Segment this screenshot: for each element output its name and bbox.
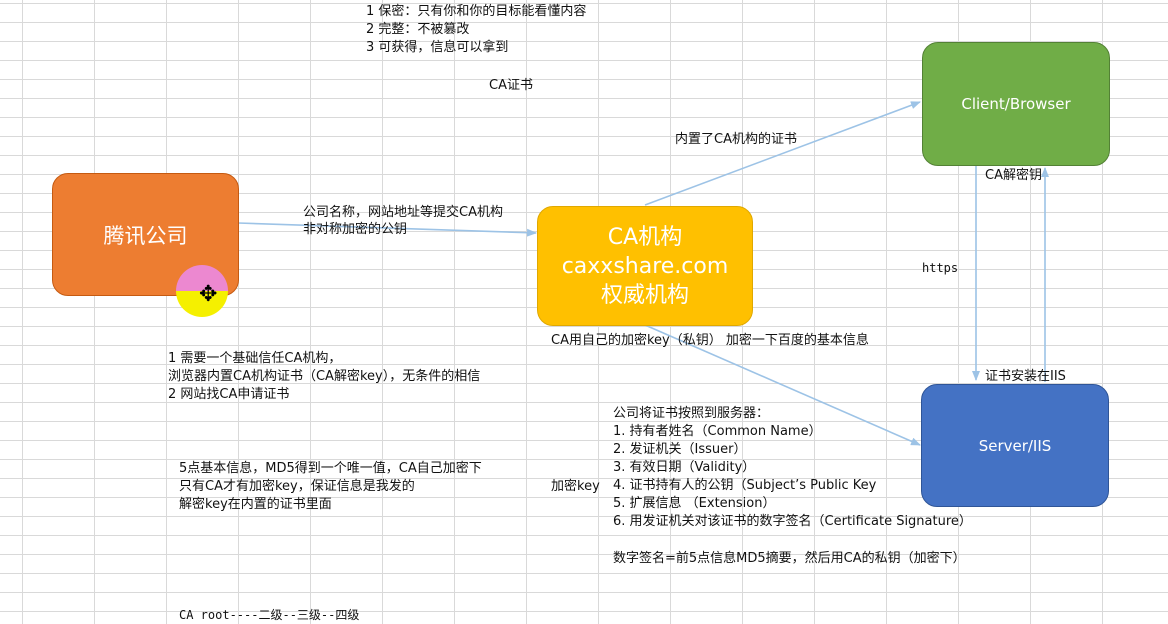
- ca-node: CA机构 caxxshare.com 权威机构: [537, 206, 753, 326]
- arrow-ca-to-client: [644, 101, 921, 206]
- md5-note-1: 5点基本信息，MD5得到一个唯一值，CA自己加密下: [179, 461, 482, 476]
- arrow-ca-to-server: [644, 324, 921, 446]
- ca-root-chain: CA root----二级--三级--四级: [179, 608, 360, 622]
- ca-sign-label: CA用自己的加密key（私钥） 加密一下百度的基本信息: [551, 333, 869, 348]
- cursor-highlight: [176, 265, 228, 317]
- signature-note: 数字签名=前5点信息MD5摘要，然后用CA的私钥（加密下）: [613, 551, 966, 566]
- tencent-to-ca-label-1: 公司名称，网站地址等提交CA机构: [303, 205, 503, 220]
- trust-note-2: 浏览器内置CA机构证书（CA解密key），无条件的相信: [168, 369, 481, 384]
- trust-note-3: 2 网站找CA申请证书: [168, 387, 290, 402]
- cert-item-6: 6. 用发证机关对该证书的数字签名（Certificate Signature）: [613, 514, 972, 529]
- install-label: 证书安装在IIS: [985, 369, 1066, 384]
- tencent-label: 腾讯公司: [103, 223, 188, 248]
- encrypt-key-label: 加密key: [551, 479, 600, 494]
- ca-domain: caxxshare.com: [561, 253, 729, 279]
- trust-notes: 1 需要一个基础信任CA机构， 浏览器内置CA机构证书（CA解密key），无条件…: [168, 350, 480, 404]
- client-label: Client/Browser: [961, 95, 1071, 113]
- server-node: Server/IIS: [921, 384, 1109, 507]
- cert-title: 公司将证书按照到服务器：: [613, 406, 770, 421]
- goal-2: 2 完整：不被篡改: [366, 22, 470, 37]
- arrow-tencent-to-ca: [237, 222, 537, 237]
- cursor-move-icon: ✥: [199, 282, 218, 307]
- tencent-to-ca-label-2: 非对称加密的公钥: [303, 222, 408, 237]
- trust-note-1: 1 需要一个基础信任CA机构，: [168, 351, 342, 366]
- goal-3: 3 可获得，信息可以拿到: [366, 40, 509, 55]
- ca-label: CA机构: [607, 224, 683, 250]
- ca-authority: 权威机构: [600, 282, 689, 308]
- md5-note-3: 解密key在内置的证书里面: [179, 497, 332, 512]
- cert-item-1: 1. 持有者姓名（Common Name）: [613, 424, 822, 439]
- cert-contents: 公司将证书按照到服务器： 1. 持有者姓名（Common Name） 2. 发证…: [613, 405, 972, 531]
- cert-item-5: 5. 扩展信息 （Extension）: [613, 496, 776, 511]
- md5-notes: 5点基本信息，MD5得到一个唯一值，CA自己加密下 只有CA才有加密key，保证…: [179, 460, 482, 514]
- cert-item-3: 3. 有效日期（Validity）: [613, 460, 756, 475]
- md5-note-2: 只有CA才有加密key，保证信息是我发的: [179, 479, 415, 494]
- https-label: https: [922, 261, 959, 275]
- client-node: Client/Browser: [922, 42, 1110, 166]
- ca-to-client-label: 内置了CA机构的证书: [675, 132, 797, 147]
- cert-item-4: 4. 证书持有人的公钥（Subject’s Public Key: [613, 478, 877, 493]
- goal-1: 1 保密：只有你和你的目标能看懂内容: [366, 4, 587, 19]
- ca-cert-label: CA证书: [489, 78, 533, 93]
- server-label: Server/IIS: [978, 436, 1052, 455]
- cert-item-2: 2. 发证机关（Issuer）: [613, 442, 747, 457]
- client-side-label: CA解密钥: [985, 168, 1042, 183]
